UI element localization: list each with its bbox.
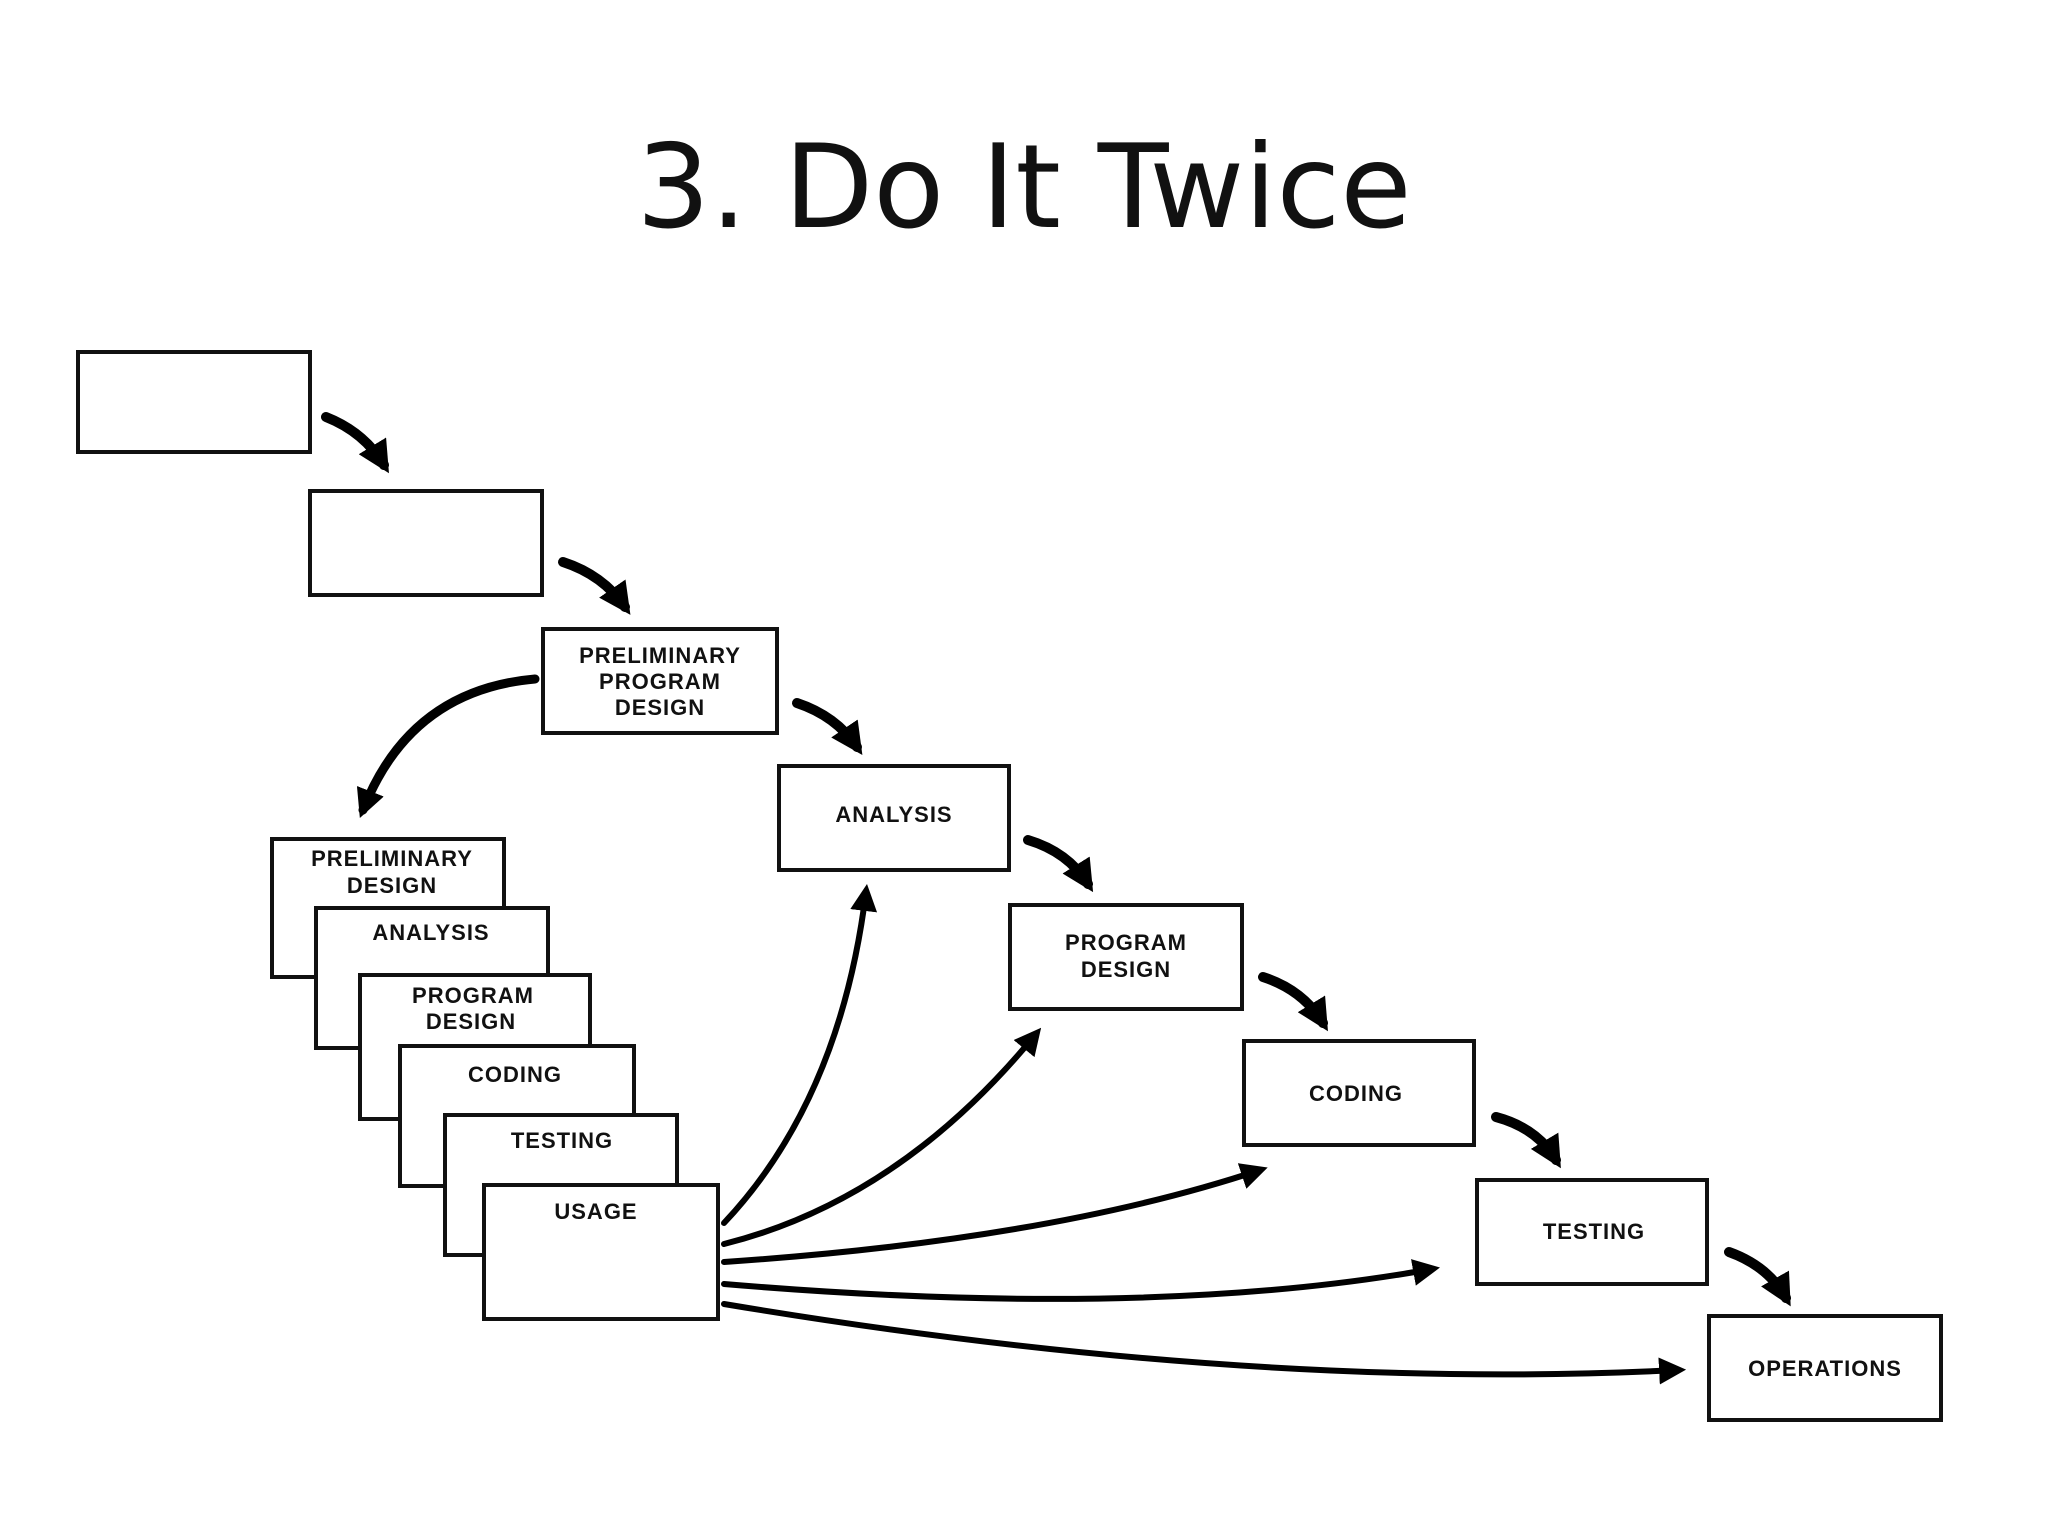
main-step-2 <box>308 489 544 597</box>
pilot-step-usage: USAGE <box>482 1183 720 1321</box>
arrow-to-pilot-stack <box>356 674 540 819</box>
main-step-operations: OPERATIONS <box>1707 1314 1943 1422</box>
main-step-analysis: ANALYSIS <box>777 764 1011 872</box>
main-label-program-2: PROGRAM <box>1065 930 1187 955</box>
feedback-arrow-testing <box>721 1259 1440 1302</box>
main-step-1 <box>76 350 312 454</box>
main-step-program-design: PROGRAM DESIGN <box>1008 903 1244 1011</box>
pilot-label-testing: TESTING <box>511 1128 613 1153</box>
main-label-testing: TESTING <box>1543 1219 1645 1244</box>
page-title: 3. Do It Twice <box>636 120 1412 255</box>
step-arrow-4 <box>1023 835 1094 893</box>
step-arrow-1 <box>321 412 389 474</box>
pilot-label-design: DESIGN <box>347 873 437 898</box>
pilot-label-analysis: ANALYSIS <box>372 920 489 945</box>
main-step-preliminary-program-design: PRELIMINARY PROGRAM DESIGN <box>541 627 779 735</box>
feedback-arrows <box>721 883 1687 1385</box>
main-step-testing: TESTING <box>1475 1178 1709 1286</box>
step-arrows <box>321 412 1791 1307</box>
main-label-operations: OPERATIONS <box>1748 1356 1902 1381</box>
main-step-coding: CODING <box>1242 1039 1476 1147</box>
step-arrow-7 <box>1724 1247 1791 1307</box>
main-label-coding: CODING <box>1309 1081 1403 1106</box>
pilot-label-program: PROGRAM <box>412 983 534 1008</box>
pilot-label-usage: USAGE <box>554 1199 637 1224</box>
pilot-label-design-2: DESIGN <box>426 1009 516 1034</box>
pilot-label-preliminary: PRELIMINARY <box>311 846 473 871</box>
step-arrow-5 <box>1258 972 1328 1032</box>
feedback-arrow-analysis <box>721 883 878 1226</box>
main-label-program: PROGRAM <box>599 669 721 694</box>
main-label-preliminary: PRELIMINARY <box>579 643 741 668</box>
step-arrow-2 <box>558 557 631 615</box>
feedback-arrow-coding <box>721 1163 1268 1265</box>
feedback-arrow-operations <box>721 1301 1687 1385</box>
main-label-design: DESIGN <box>615 695 705 720</box>
pilot-label-coding: CODING <box>468 1062 562 1087</box>
step-arrow-6 <box>1491 1112 1561 1169</box>
main-label-design-2: DESIGN <box>1081 957 1171 982</box>
feedback-arrow-program-design <box>721 1027 1042 1247</box>
step-arrow-3 <box>792 698 863 755</box>
main-label-analysis: ANALYSIS <box>835 802 952 827</box>
